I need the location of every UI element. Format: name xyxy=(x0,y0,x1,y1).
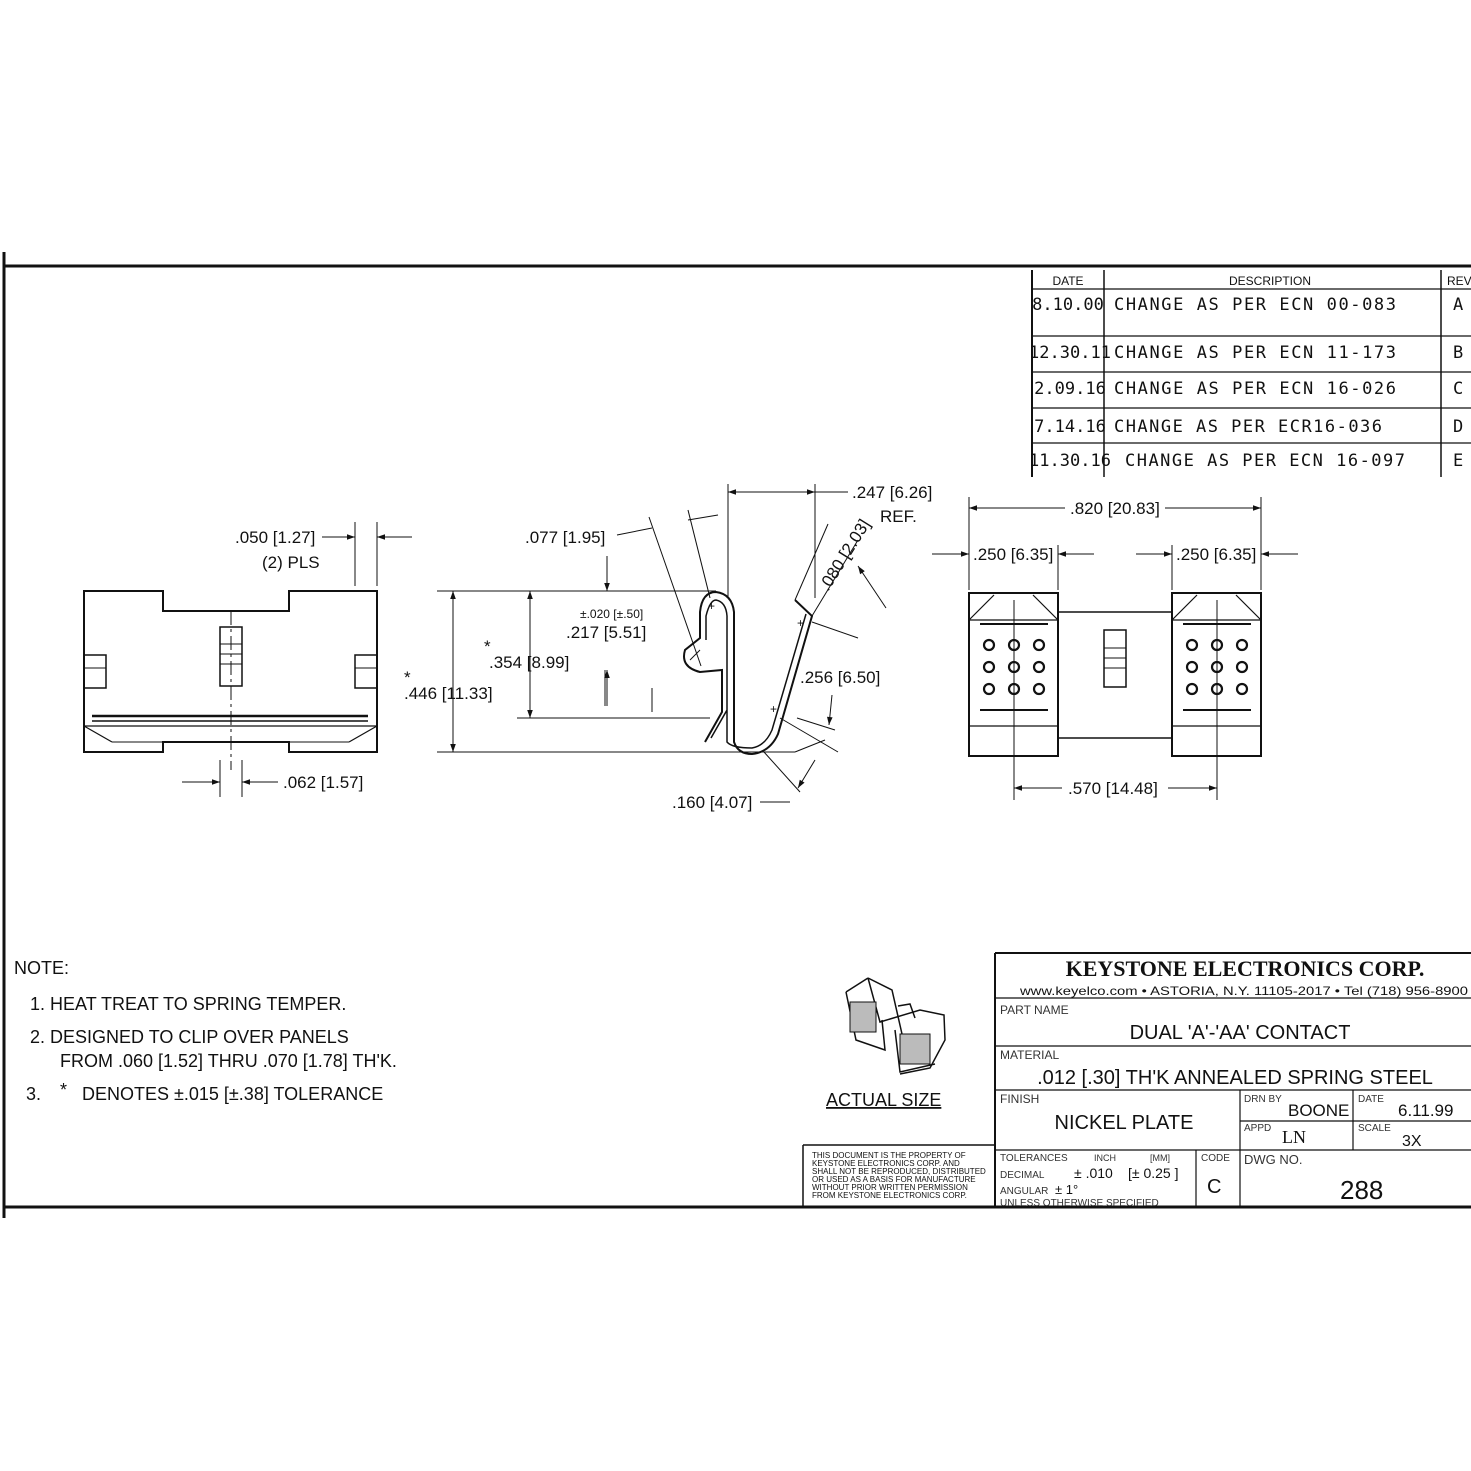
dim-354-star: * xyxy=(484,637,491,656)
angular-label: ANGULAR xyxy=(1000,1186,1048,1197)
part-name: DUAL 'A'-'AA' CONTACT xyxy=(1130,1022,1351,1044)
proprietary-notice: THIS DOCUMENT IS THE PROPERTY OF KEYSTON… xyxy=(812,1151,986,1200)
scale-label: SCALE xyxy=(1358,1123,1391,1134)
dim-446: .446 [11.33] xyxy=(404,684,493,703)
tolerances-label: TOLERANCES xyxy=(1000,1153,1068,1164)
dim-354: .354 [8.99] xyxy=(489,653,569,672)
dim-ref: REF. xyxy=(880,507,917,526)
proprietary-box xyxy=(802,1144,995,1207)
dim-160: .160 [4.07] xyxy=(672,793,752,812)
dim-tol-020: ±.020 [±.50] xyxy=(580,607,643,621)
dim-570: .570 [14.48] xyxy=(1068,779,1158,798)
material: .012 [.30] TH'K ANNEALED SPRING STEEL xyxy=(1037,1067,1433,1089)
rev-row-letter: A xyxy=(1453,295,1463,315)
rev-row-letter: D xyxy=(1453,417,1463,437)
proprietary-line: SHALL NOT BE REPRODUCED, DISTRIBUTED xyxy=(812,1167,986,1176)
rev-row-date: 12.30.11 xyxy=(1029,343,1111,363)
rev-row-description: CHANGE AS PER ECN 16-097 xyxy=(1125,451,1405,471)
rev-row-date: 11.30.16 xyxy=(1029,451,1111,471)
rev-row-letter: E xyxy=(1453,451,1463,471)
rev-row-description: CHANGE AS PER ECN 00-083 xyxy=(1114,295,1396,315)
proprietary-line: KEYSTONE ELECTRONICS CORP. AND xyxy=(812,1159,960,1168)
front-view xyxy=(83,522,412,797)
note-2a: 2. DESIGNED TO CLIP OVER PANELS xyxy=(30,1027,349,1047)
approved-by: LN xyxy=(1282,1127,1306,1147)
note-3-star: * xyxy=(60,1080,67,1100)
svg-text:+: + xyxy=(708,599,715,613)
decimal-label: DECIMAL xyxy=(1000,1170,1045,1181)
unless-label: UNLESS OTHERWISE SPECIFIED xyxy=(1000,1198,1159,1209)
dim-250-left: .250 [6.35] xyxy=(973,545,1053,564)
drawing-number: 288 xyxy=(1340,1175,1383,1205)
date-label: DATE xyxy=(1358,1094,1384,1105)
decimal-inch: ± .010 xyxy=(1074,1165,1113,1181)
note-2b: FROM .060 [1.52] THRU .070 [1.78] TH'K. xyxy=(60,1051,397,1071)
code-label: CODE xyxy=(1201,1153,1230,1164)
approved-label: APPD xyxy=(1244,1123,1271,1134)
sheet-border xyxy=(2,252,1471,1218)
rev-row-letter: B xyxy=(1453,343,1463,363)
material-label: MATERIAL xyxy=(1000,1048,1059,1062)
dim-077: .077 [1.95] xyxy=(525,528,605,547)
note-3-number: 3. xyxy=(26,1084,41,1104)
rev-row-letter: C xyxy=(1453,379,1463,399)
proprietary-line: WITHOUT PRIOR WRITTEN PERMISSION xyxy=(812,1183,968,1192)
finish: NICKEL PLATE xyxy=(1055,1112,1194,1134)
note-1: 1. HEAT TREAT TO SPRING TEMPER. xyxy=(30,994,346,1014)
rev-row-description: CHANGE AS PER ECR16-036 xyxy=(1114,417,1382,437)
rev-row-date: 8.10.00 xyxy=(1032,295,1104,315)
actual-size-sketch xyxy=(845,977,946,1075)
dim-050: .050 [1.27] xyxy=(235,528,315,547)
rev-row-date: 7.14.16 xyxy=(1034,417,1106,437)
rev-header-date: DATE xyxy=(1052,274,1083,288)
svg-text:+: + xyxy=(797,616,804,630)
proprietary-line: OR USED AS A BASIS FOR MANUFACTURE xyxy=(812,1175,976,1184)
top-view xyxy=(932,497,1298,800)
dim-062: .062 [1.57] xyxy=(283,773,363,792)
drawing-date: 6.11.99 xyxy=(1398,1101,1453,1120)
proprietary-line: FROM KEYSTONE ELECTRONICS CORP. xyxy=(812,1191,967,1200)
dim-217: .217 [5.51] xyxy=(566,623,646,642)
finish-label: FINISH xyxy=(1000,1092,1039,1106)
drawing-number-label: DWG NO. xyxy=(1244,1152,1303,1167)
dim-256: .256 [6.50] xyxy=(800,668,880,687)
company-name: KEYSTONE ELECTRONICS CORP. xyxy=(1066,956,1425,981)
scale: 3X xyxy=(1402,1133,1422,1150)
rev-row-description: CHANGE AS PER ECN 16-026 xyxy=(1114,379,1396,399)
mm-label: [MM] xyxy=(1150,1153,1170,1163)
dim-820: .820 [20.83] xyxy=(1070,499,1160,518)
side-view: + + + xyxy=(437,484,887,803)
title-block-grid xyxy=(994,952,1471,1207)
dim-247: .247 [6.26] xyxy=(852,483,932,502)
proprietary-line: THIS DOCUMENT IS THE PROPERTY OF xyxy=(812,1151,966,1160)
drawn-by-label: DRN BY xyxy=(1244,1094,1282,1105)
inch-label: INCH xyxy=(1094,1153,1116,1163)
dim-446-star: * xyxy=(404,668,411,687)
drawn-by: BOONE xyxy=(1288,1101,1349,1120)
part-name-label: PART NAME xyxy=(1000,1003,1069,1017)
company-contact: www.keyelco.com • ASTORIA, N.Y. 11105-20… xyxy=(1019,984,1469,998)
dim-250-right: .250 [6.35] xyxy=(1176,545,1256,564)
dim-080: .080 [2.03] xyxy=(815,516,874,594)
rev-row-date: 2.09.16 xyxy=(1034,379,1106,399)
angular: ± 1° xyxy=(1055,1182,1078,1197)
svg-text:+: + xyxy=(770,702,777,716)
notes-heading: NOTE: xyxy=(14,958,69,978)
revision-table: DATE DESCRIPTION REV 8.10.00 CHANGE AS P… xyxy=(1029,270,1471,477)
code: C xyxy=(1207,1176,1221,1198)
rev-header-rev: REV xyxy=(1447,274,1471,288)
note-3-text: DENOTES ±.015 [±.38] TOLERANCE xyxy=(82,1084,383,1104)
rev-row-description: CHANGE AS PER ECN 11-173 xyxy=(1114,343,1396,363)
actual-size-label: ACTUAL SIZE xyxy=(826,1090,941,1110)
dim-pls: (2) PLS xyxy=(262,553,320,572)
rev-header-description: DESCRIPTION xyxy=(1229,274,1311,288)
decimal-mm: [± 0.25 ] xyxy=(1128,1165,1179,1181)
